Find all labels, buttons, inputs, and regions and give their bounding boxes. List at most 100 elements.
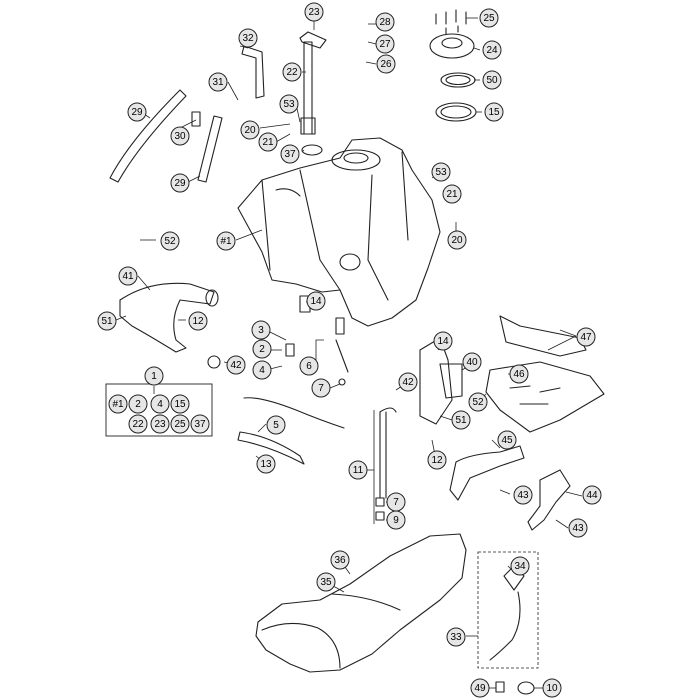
- callout-label: 31: [212, 77, 224, 88]
- callout-c12a: 12: [188, 311, 208, 331]
- callout-c43b: 43: [568, 518, 588, 538]
- callout-circle: [375, 34, 395, 54]
- kit-item: 23: [150, 414, 170, 434]
- callout-circle: [442, 184, 462, 204]
- callout-c14b: 14: [433, 331, 453, 351]
- callout-circle: [484, 102, 504, 122]
- callout-c4: 4: [252, 360, 272, 380]
- callout-label: 44: [586, 490, 598, 501]
- callout-c53b: 53: [431, 162, 451, 182]
- callout-label: 32: [242, 33, 254, 44]
- callout-c11: 11: [348, 460, 368, 480]
- callout-c46: 46: [509, 364, 529, 384]
- callout-c28: 28: [375, 12, 395, 32]
- callout-label: 49: [474, 683, 486, 694]
- callout-c31: 31: [208, 72, 228, 92]
- callout-c52b: 52: [468, 392, 488, 412]
- kit-item-circle: [190, 414, 210, 434]
- callout-label: 50: [486, 75, 498, 86]
- callout-label: 27: [379, 39, 391, 50]
- callout-c12b: 12: [427, 450, 447, 470]
- callout-label: 52: [472, 397, 484, 408]
- callout-c33: 33: [446, 627, 466, 647]
- callout-label: 11: [353, 465, 364, 476]
- callout-circle: [238, 28, 258, 48]
- kit-item-circle: [170, 394, 190, 414]
- side-cover-left: [119, 282, 311, 369]
- callout-circle: [497, 430, 517, 450]
- callout-c21b: 21: [442, 184, 462, 204]
- kit-item-circle: [150, 414, 170, 434]
- callout-circle: [208, 72, 228, 92]
- callout-label: 42: [230, 360, 242, 371]
- callout-c36: 36: [330, 550, 350, 570]
- kit-item-circle: [150, 394, 170, 414]
- callout-c9: 9: [386, 510, 406, 530]
- callout-circle: [226, 355, 246, 375]
- callout-circle: [446, 627, 466, 647]
- callout-label: 47: [580, 332, 592, 343]
- callout-label: 33: [450, 632, 462, 643]
- callout-label: 10: [546, 683, 558, 694]
- callout-circle: [279, 94, 299, 114]
- seat: [255, 533, 467, 673]
- callout-circle: [510, 556, 530, 576]
- kit-item-circle: [170, 414, 190, 434]
- callout-circle: [170, 126, 190, 146]
- callout-circle: [398, 372, 418, 392]
- callout-label: 5: [273, 420, 279, 431]
- callout-circle: [348, 460, 368, 480]
- callout-label: 42: [402, 377, 414, 388]
- callout-label: 20: [451, 235, 463, 246]
- callout-circle: [252, 360, 272, 380]
- callout-circle: [431, 162, 451, 182]
- callout-label: 21: [262, 137, 274, 148]
- callout-circle: [216, 231, 236, 251]
- kit-item-label: 22: [132, 419, 144, 430]
- callout-c10: 10: [542, 678, 562, 698]
- callout-c49: 49: [470, 678, 490, 698]
- callout-circle: [311, 378, 331, 398]
- callout-c20a: 20: [240, 120, 260, 140]
- callout-circle: [127, 102, 147, 122]
- callout-label: 28: [379, 17, 391, 28]
- callout-label: 37: [284, 149, 296, 160]
- callout-c41: 41: [118, 266, 138, 286]
- callout-c3: 3: [251, 320, 271, 340]
- callout-c42b: 42: [398, 372, 418, 392]
- callout-c23a: 23: [304, 2, 324, 22]
- callout-label: 23: [308, 7, 320, 18]
- callout-circle: [375, 12, 395, 32]
- callout-label: 9: [393, 515, 399, 526]
- callout-label: 7: [318, 383, 324, 394]
- callout-circle: [568, 518, 588, 538]
- callout-label: 3: [258, 325, 264, 336]
- callout-circle: [451, 410, 471, 430]
- callout-c20b: 20: [447, 230, 467, 250]
- callout-circle: [160, 231, 180, 251]
- callout-label: 14: [310, 296, 322, 307]
- callout-circle: [376, 54, 396, 74]
- callout-circle: [306, 291, 326, 311]
- callout-c2: 2: [252, 339, 272, 359]
- callout-label: 36: [334, 555, 346, 566]
- callout-label: 34: [514, 561, 526, 572]
- callout-c43a: 43: [513, 485, 533, 505]
- callout-c29a: 29: [127, 102, 147, 122]
- callout-circle: [97, 311, 117, 331]
- callout-circle: [462, 352, 482, 372]
- kit-item-circle: [128, 394, 148, 414]
- fuel-tank: [237, 137, 441, 327]
- callout-circle: [299, 356, 319, 376]
- callout-label: 29: [131, 107, 143, 118]
- callout-label: 26: [380, 59, 392, 70]
- callout-c15a: 15: [484, 102, 504, 122]
- callout-circle: [513, 485, 533, 505]
- callout-c25a: 25: [479, 8, 499, 28]
- callout-c42a: 42: [226, 355, 246, 375]
- fuel-cap-parts: [429, 9, 477, 122]
- callout-label: 12: [192, 316, 204, 327]
